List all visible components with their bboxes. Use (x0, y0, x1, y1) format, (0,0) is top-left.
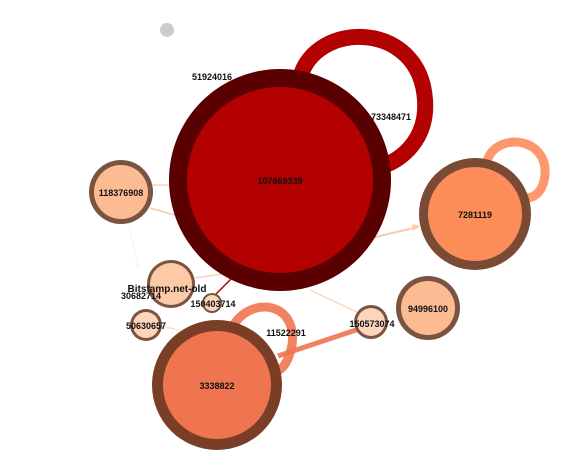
label-51924016: 51924016 (192, 72, 232, 82)
edge-arrow-7281119 (412, 224, 420, 231)
node-label-107869339: 107869339 (257, 176, 302, 186)
self-loop-3338822 (227, 302, 297, 377)
node-label-7281119: 7281119 (458, 210, 492, 220)
node-label-150573074: 150573074 (349, 319, 394, 329)
self-loop-7281119 (483, 137, 550, 203)
edge-118376908-bitstamp (127, 219, 139, 269)
label-30682714: 30682714 (121, 291, 161, 301)
node-150403714[interactable] (202, 293, 222, 313)
node-94996100[interactable]: 94996100 (396, 276, 460, 340)
edge-3338822-150573074 (277, 325, 363, 359)
label-11522291: 11522291 (266, 328, 306, 338)
node-107869339[interactable]: 107869339 (169, 69, 391, 291)
edge-107869339-150403714 (213, 277, 233, 297)
edge-118376908-107869339 (149, 207, 179, 217)
node-150573074[interactable] (354, 305, 388, 339)
node-label-3338822: 3338822 (199, 381, 234, 391)
node-3338822[interactable]: 3338822 (152, 320, 282, 450)
node-118376908[interactable]: 118376908 (89, 160, 153, 224)
node-bitstamp[interactable] (147, 260, 195, 308)
label-73348471: 73348471 (371, 112, 411, 122)
node-7281119[interactable]: 7281119 (419, 158, 531, 270)
node-label-118376908: 118376908 (99, 188, 144, 198)
node-50630657[interactable]: 50630657 (126, 309, 166, 341)
edge-107869339-150573074 (309, 289, 358, 313)
node-label-150403714: 150403714 (190, 299, 235, 309)
edge-bitstamp-107869339 (194, 273, 223, 279)
edge-50630657-3338822 (159, 325, 181, 331)
self-loop-107869339 (292, 29, 434, 173)
node-grey[interactable] (160, 23, 174, 37)
node-label-94996100: 94996100 (408, 304, 448, 314)
node-label-bitstamp: Bitstamp.net-old (128, 284, 207, 295)
node-label-50630657: 50630657 (126, 321, 166, 331)
